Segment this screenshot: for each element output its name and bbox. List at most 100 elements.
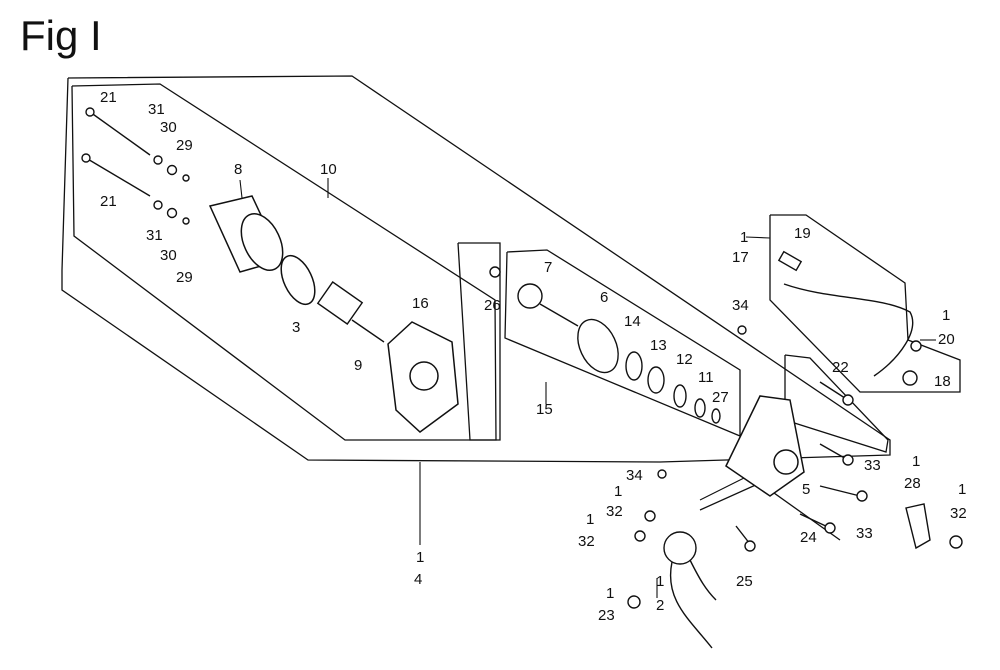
callout-15: 15 <box>536 401 553 418</box>
callout-32-left: 32 <box>578 533 595 550</box>
ring-27 <box>711 408 721 424</box>
armature-core <box>316 281 364 325</box>
nut-34a <box>737 325 747 335</box>
callout-12: 12 <box>676 351 693 368</box>
callout-9: 9 <box>354 357 362 374</box>
callout-32-right: 32 <box>950 505 967 522</box>
cable-box <box>769 214 961 393</box>
spring-13 <box>647 366 665 394</box>
terminal-20 <box>910 340 922 352</box>
callout-31-upper: 31 <box>148 101 165 118</box>
assembly-outlines <box>61 75 961 541</box>
callout-1-for-32-right: 1 <box>958 481 966 498</box>
relay-group <box>905 503 963 550</box>
bolt-25-head <box>744 540 756 552</box>
callout-1-for-17: 1 <box>740 229 748 246</box>
leader-lines <box>239 178 936 598</box>
terminal-19 <box>777 250 803 272</box>
callout-30-lower: 30 <box>160 247 177 264</box>
callout-23: 23 <box>598 607 615 624</box>
bolt-head-upper <box>85 107 95 117</box>
washer-box <box>457 242 501 441</box>
washer-12 <box>673 384 687 408</box>
callout-14: 14 <box>624 313 641 330</box>
callout-29-lower: 29 <box>176 269 193 286</box>
bracket-5-boss <box>773 449 799 475</box>
bolt-33b <box>819 485 861 497</box>
gear-shaft <box>517 283 579 327</box>
washer-31b <box>153 200 163 210</box>
callout-8: 8 <box>234 161 242 178</box>
callout-21-lower: 21 <box>100 193 117 210</box>
callout-1-for-32-left: 1 <box>586 511 594 528</box>
bolt-21-upper <box>89 111 151 156</box>
washer-11 <box>694 398 706 418</box>
callout-2: 2 <box>656 597 664 614</box>
o-ring-3 <box>280 254 316 306</box>
callout-27: 27 <box>712 389 729 406</box>
callout-13: 13 <box>650 337 667 354</box>
callout-1-for-4: 1 <box>416 549 424 566</box>
callout-11: 11 <box>698 369 714 386</box>
cap-32a <box>644 510 656 522</box>
gear-7 <box>517 283 543 309</box>
callout-16: 16 <box>412 295 429 312</box>
bolt-33b-head <box>856 490 868 502</box>
ring-29a <box>182 174 190 182</box>
bearing-14 <box>625 351 643 381</box>
leader-17 <box>745 236 771 239</box>
starter-assembly-box <box>61 75 891 463</box>
callout-17: 17 <box>732 249 749 266</box>
callout-32-top: 32 <box>606 503 623 520</box>
reduction-gear-stack <box>577 318 721 424</box>
callout-1-for-28: 1 <box>912 453 920 470</box>
starter-cable <box>777 250 922 386</box>
callout-19: 19 <box>794 225 811 242</box>
callout-7: 7 <box>544 259 552 276</box>
solenoid-2 <box>663 531 697 565</box>
callout-18: 18 <box>934 373 951 390</box>
callout-29-upper: 29 <box>176 137 193 154</box>
armature-shaft <box>351 319 385 343</box>
callout-20: 20 <box>938 331 955 348</box>
nut-34b <box>657 469 667 479</box>
bolt-24-head <box>824 522 836 534</box>
callout-labels: 21 31 30 29 8 10 21 31 30 29 3 9 16 26 7… <box>100 89 967 624</box>
cap-32r <box>949 535 963 549</box>
washer-26 <box>489 266 501 278</box>
mount-bracket <box>725 395 805 497</box>
shaft-7 <box>539 303 579 327</box>
callout-33-upper: 33 <box>864 457 881 474</box>
solenoid-wire-b <box>689 559 717 601</box>
callout-1-for-23: 1 <box>606 585 614 602</box>
callout-6: 6 <box>600 289 608 306</box>
callout-5: 5 <box>802 481 810 498</box>
leader-8 <box>239 179 243 199</box>
callout-24: 24 <box>800 529 817 546</box>
solenoid-group <box>627 510 717 649</box>
cable-wire <box>783 283 914 377</box>
callout-3: 3 <box>292 319 300 336</box>
nut-18 <box>902 370 918 386</box>
motor-case <box>208 195 316 306</box>
washer-30b <box>166 207 178 219</box>
callout-25: 25 <box>736 573 753 590</box>
callout-34-upper: 34 <box>732 297 749 314</box>
bolts-right <box>657 325 868 552</box>
callout-26: 26 <box>484 297 501 314</box>
callout-1-for-2: 1 <box>656 573 664 590</box>
through-bolts <box>81 107 190 225</box>
washer-30a <box>166 164 178 176</box>
gear-subassembly-box <box>504 249 741 437</box>
bolt-33a-head <box>842 454 854 466</box>
callout-4: 4 <box>414 571 422 588</box>
callout-30-upper: 30 <box>160 119 177 136</box>
callout-34-lower: 34 <box>626 467 643 484</box>
end-cover <box>387 321 459 433</box>
callout-1-for-32-top: 1 <box>614 483 622 500</box>
armature <box>316 281 385 343</box>
figure-title: Fig I <box>20 12 102 59</box>
end-cover-bore <box>409 361 439 391</box>
